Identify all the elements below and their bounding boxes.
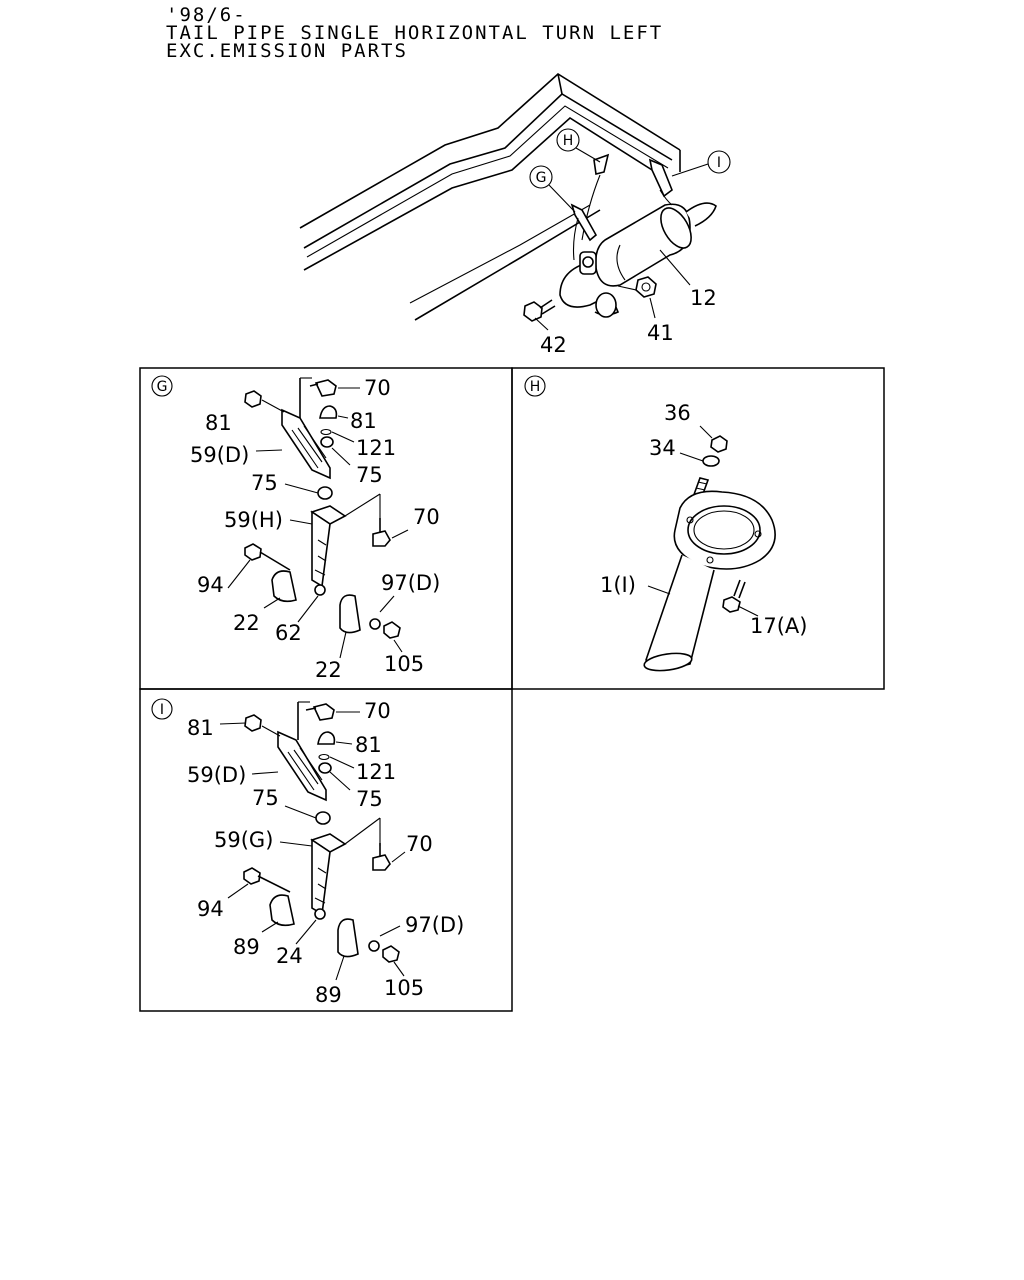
label-34: 34 [649, 436, 676, 460]
label-97d: 97(D) [381, 571, 440, 595]
panel-g-tag: G [151, 375, 173, 397]
label-75-right: 75 [356, 787, 383, 811]
tail-pipe [559, 251, 620, 318]
label-105: 105 [384, 976, 424, 1000]
panel-g: G [151, 375, 440, 682]
label-75-left: 75 [251, 471, 278, 495]
label-24: 24 [276, 944, 303, 968]
page-title: TAIL PIPE SINGLE HORIZONTAL TURN LEFT [166, 22, 664, 44]
bolt-42 [523, 299, 556, 322]
hanger-bracket-i [648, 158, 673, 206]
svg-text:H: H [563, 133, 574, 149]
label-81-left: 81 [187, 716, 214, 740]
panel-h-tag: H [524, 375, 546, 397]
label-81-left: 81 [205, 411, 232, 435]
label-81-right: 81 [350, 409, 377, 433]
model-year: '98/6- [166, 4, 247, 26]
label-1i: 1(I) [600, 573, 636, 597]
label-22-right: 22 [315, 658, 342, 682]
label-17a: 17(A) [750, 614, 807, 638]
label-22-left: 22 [233, 611, 260, 635]
label-36: 36 [664, 401, 691, 425]
label-70-right: 70 [406, 832, 433, 856]
label-12: 12 [690, 286, 717, 310]
callout-g[interactable]: G [529, 165, 576, 213]
svg-text:I: I [160, 702, 164, 718]
label-75-right: 75 [356, 463, 383, 487]
label-42: 42 [540, 333, 567, 357]
panel-h-frame [511, 367, 885, 690]
panel-i: I [151, 698, 464, 1007]
panel-i-frame [139, 688, 513, 1012]
hanger-bracket-g [570, 203, 598, 261]
label-41: 41 [647, 321, 674, 345]
svg-text:H: H [530, 379, 541, 395]
label-121: 121 [356, 760, 396, 784]
muffler-12 [594, 202, 717, 287]
svg-text:I: I [717, 155, 721, 171]
label-59d: 59(D) [190, 443, 249, 467]
label-70-top: 70 [364, 376, 391, 400]
svg-text:G: G [536, 170, 547, 186]
label-59d: 59(D) [187, 763, 246, 787]
callout-h[interactable]: H [556, 128, 601, 163]
label-94: 94 [197, 573, 224, 597]
panel-h: H 36 34 1(I) 17(A) [524, 375, 807, 672]
hanger-bracket-h [581, 153, 610, 241]
nut-41 [617, 276, 657, 298]
label-75-left: 75 [252, 786, 279, 810]
label-105: 105 [384, 652, 424, 676]
label-70-top: 70 [364, 699, 391, 723]
label-89-right: 89 [315, 983, 342, 1007]
label-94: 94 [197, 897, 224, 921]
label-81-right: 81 [355, 733, 382, 757]
callout-i[interactable]: I [671, 150, 731, 177]
overview-illustration: H G I 12 41 42 [299, 73, 731, 357]
chassis-frame [299, 73, 681, 321]
label-59h: 59(H) [224, 508, 283, 532]
label-62: 62 [275, 621, 302, 645]
label-89-left: 89 [233, 935, 260, 959]
page-subtitle: EXC.EMISSION PARTS [166, 40, 408, 62]
panel-i-tag: I [151, 698, 173, 720]
label-97d: 97(D) [405, 913, 464, 937]
svg-text:G: G [157, 379, 168, 395]
label-59g: 59(G) [214, 828, 273, 852]
label-121: 121 [356, 436, 396, 460]
label-70-right: 70 [413, 505, 440, 529]
